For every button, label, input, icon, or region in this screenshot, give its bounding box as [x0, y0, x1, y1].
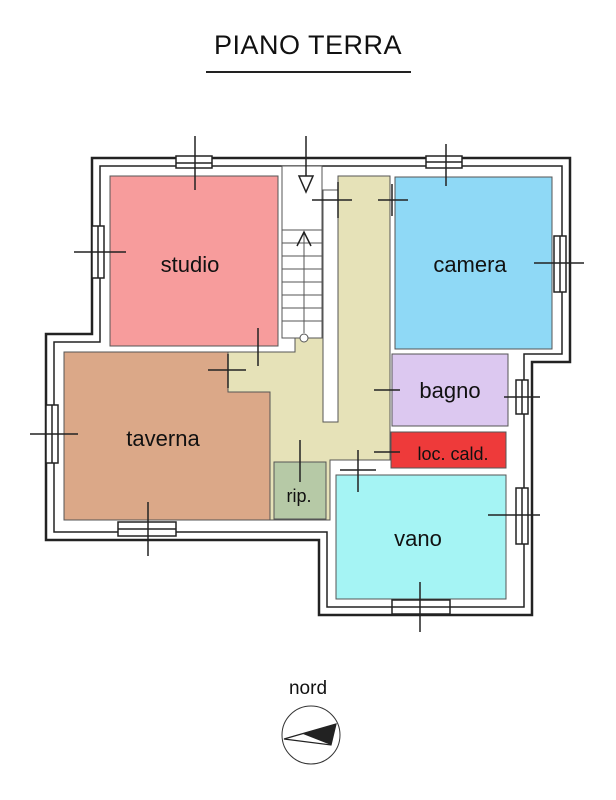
- room-loc-cald: [390, 431, 507, 469]
- page-title: PIANO TERRA: [213, 30, 403, 60]
- staircase: [281, 165, 323, 343]
- north-label: nord: [288, 678, 328, 699]
- room-camera: [394, 176, 553, 350]
- door-markers: [30, 136, 584, 632]
- north-compass-icon: [281, 705, 341, 765]
- label-studio: studio: [161, 252, 220, 277]
- label-camera: camera: [433, 252, 507, 277]
- stair-down-arrow-icon: [297, 136, 315, 194]
- label-vano: vano: [394, 526, 442, 551]
- room-bagno: [391, 353, 509, 427]
- label-bagno: bagno: [419, 378, 480, 403]
- stair-up-arrow-icon: [296, 230, 312, 247]
- room-vano: [335, 474, 507, 600]
- label-loc-cald: loc. cald.: [417, 444, 488, 464]
- label-taverna: taverna: [126, 426, 200, 451]
- label-rip: rip.: [286, 486, 311, 506]
- room-studio: [109, 175, 279, 347]
- corridor-divider: [322, 189, 339, 423]
- room-taverna: [63, 351, 271, 521]
- title-underline: [206, 71, 411, 73]
